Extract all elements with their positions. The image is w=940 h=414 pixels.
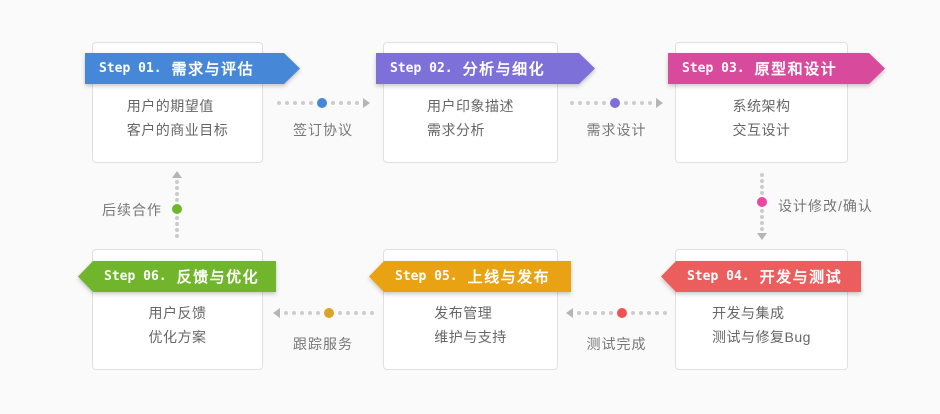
step-banner-01: Step 01. 需求与评估	[85, 53, 300, 84]
step-detail-line: 交互设计	[732, 122, 791, 138]
step-detail-line: 测试与修复Bug	[712, 329, 811, 345]
connector-label: 后续合作	[102, 202, 162, 218]
step-banner-05: Step 05. 上线与发布	[369, 261, 571, 292]
milestone-dot	[323, 308, 334, 318]
milestone-dot	[617, 308, 627, 318]
connector-label: 签订协议	[293, 122, 353, 138]
step-title: 上线与发布	[467, 269, 551, 286]
step-detail-line: 需求分析	[427, 122, 485, 138]
step-detail-line: 发布管理	[434, 305, 493, 321]
milestone-dot	[757, 197, 767, 207]
step-banner-04: Step 04. 开发与测试	[661, 261, 861, 292]
connector-step3-step4	[757, 173, 767, 240]
step-detail-line: 维护与支持	[434, 329, 507, 345]
step-number-label: Step 04.	[687, 269, 750, 284]
step-title: 分析与细化	[462, 61, 546, 78]
connector-label: 设计修改/确认	[778, 198, 873, 214]
connector-step6-step1	[172, 171, 182, 238]
step-banner-02: Step 02. 分析与细化	[376, 53, 595, 84]
arrow-left-icon	[272, 308, 280, 318]
step-detail-line: 用户的期望值	[126, 98, 214, 114]
arrow-up-icon	[172, 171, 182, 178]
step-title: 开发与测试	[759, 269, 843, 286]
step-card-04: Step 04. 开发与测试 开发与集成 测试与修复Bug	[661, 249, 861, 370]
connector-label: 需求设计	[586, 122, 647, 138]
step-detail-line: 开发与集成	[712, 305, 785, 321]
step-title: 需求与评估	[171, 61, 255, 78]
connector-step2-step3: 需求设计	[558, 98, 675, 140]
step-detail-line: 优化方案	[148, 329, 207, 345]
milestone-dot	[172, 204, 182, 214]
milestone-dot	[610, 98, 620, 108]
step-detail-line: 用户印象描述	[427, 98, 514, 114]
step-detail-line: 用户反馈	[148, 305, 207, 321]
step-detail-line: 客户的商业目标	[126, 122, 229, 138]
connector-step1-step2: 签订协议	[263, 98, 383, 140]
step-number-label: Step 02.	[390, 61, 453, 76]
step-number-label: Step 03.	[682, 61, 745, 76]
step-title: 原型和设计	[754, 61, 838, 78]
step-card-02: Step 02. 分析与细化 用户印象描述 需求分析	[383, 42, 558, 163]
step-card-06: Step 06. 反馈与优化 用户反馈 优化方案	[78, 249, 276, 370]
arrow-left-icon	[566, 308, 573, 318]
arrow-right-icon	[362, 98, 370, 108]
connector-label: 跟踪服务	[293, 336, 353, 352]
step-card-05: Step 05. 上线与发布 发布管理 维护与支持	[369, 249, 571, 370]
step-card-03: Step 03. 原型和设计 系统架构 交互设计	[675, 42, 848, 163]
step-banner-03: Step 03. 原型和设计	[668, 53, 885, 84]
step-banner-06: Step 06. 反馈与优化	[78, 261, 276, 292]
dotted-line	[276, 98, 370, 108]
step-number-label: Step 01.	[99, 61, 162, 76]
dotted-line	[272, 308, 374, 318]
connector-step4-step5: 测试完成	[558, 308, 675, 354]
step-title: 反馈与优化	[176, 269, 260, 286]
dotted-line	[570, 98, 663, 108]
connector-label: 测试完成	[586, 336, 647, 352]
dotted-line	[566, 308, 667, 318]
connector-step5-step6: 跟踪服务	[263, 308, 383, 354]
milestone-dot	[316, 98, 327, 108]
step-number-label: Step 05.	[395, 269, 458, 284]
step-card-01: Step 01. 需求与评估 用户的期望值 客户的商业目标	[92, 42, 263, 163]
arrow-right-icon	[656, 98, 663, 108]
step-detail-line: 系统架构	[732, 98, 791, 114]
step-number-label: Step 06.	[104, 269, 167, 284]
arrow-down-icon	[757, 233, 767, 240]
